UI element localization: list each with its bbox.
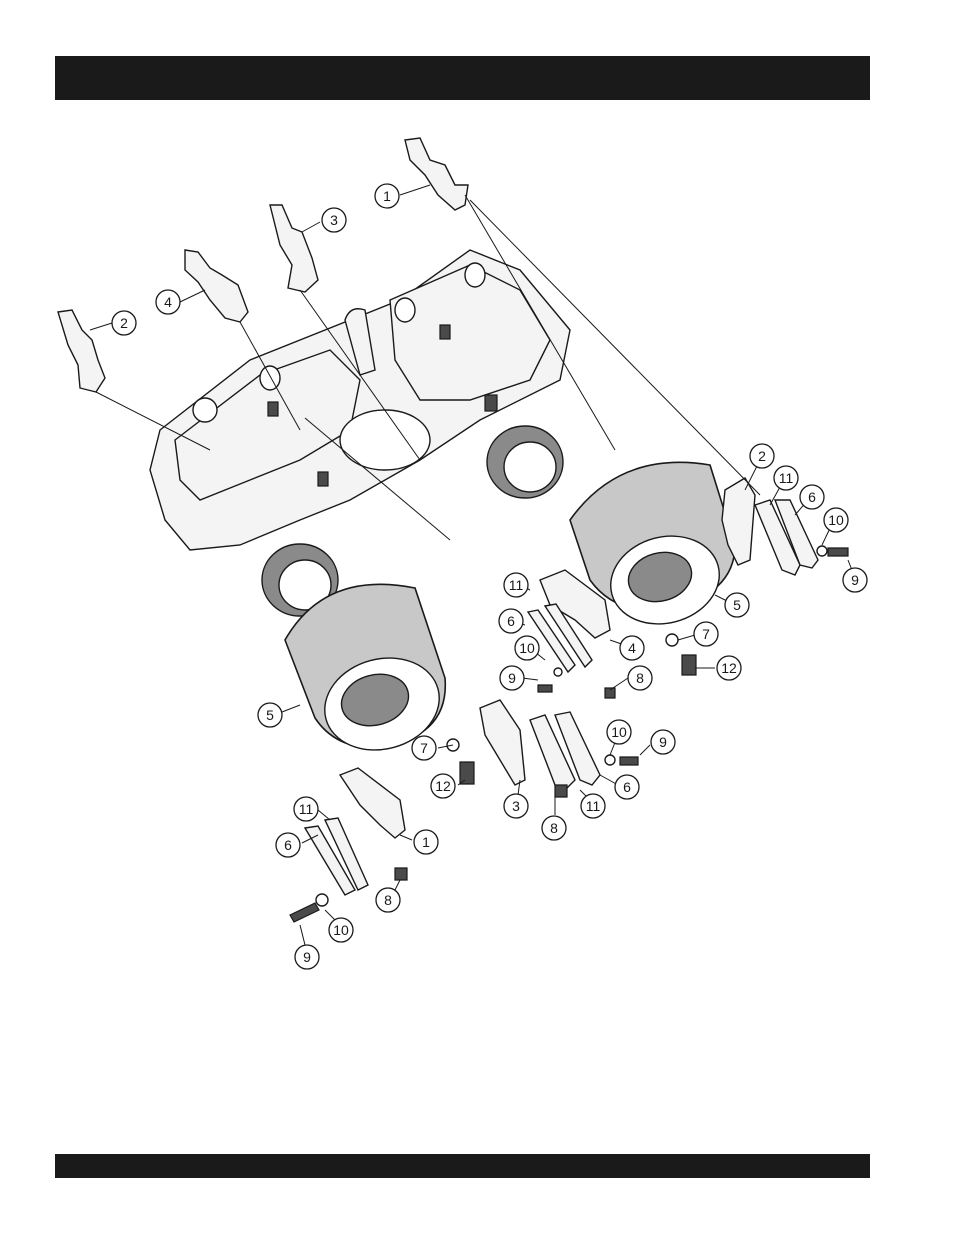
callout-9: 9 [651, 730, 675, 754]
callout-6: 6 [499, 609, 523, 633]
callout-4: 4 [620, 636, 644, 660]
svg-text:1: 1 [383, 188, 391, 204]
svg-text:8: 8 [550, 820, 558, 836]
svg-text:1: 1 [422, 834, 430, 850]
scraper-bracket-top-3 [270, 205, 318, 292]
callout-4: 4 [156, 290, 180, 314]
svg-text:11: 11 [509, 577, 524, 593]
svg-text:8: 8 [636, 670, 644, 686]
callout-10: 10 [515, 636, 539, 660]
svg-text:6: 6 [808, 489, 816, 505]
svg-text:2: 2 [758, 448, 766, 464]
callout-9: 9 [500, 666, 524, 690]
svg-text:7: 7 [702, 626, 710, 642]
roller-frame [150, 250, 570, 616]
svg-text:12: 12 [721, 660, 737, 676]
svg-text:12: 12 [435, 778, 451, 794]
svg-text:7: 7 [420, 740, 428, 756]
callout-10: 10 [824, 508, 848, 532]
callout-7: 7 [694, 622, 718, 646]
callout-8: 8 [376, 888, 400, 912]
callout-1: 1 [375, 184, 399, 208]
svg-text:5: 5 [733, 597, 741, 613]
callout-12: 12 [717, 656, 741, 680]
scraper-bracket-mid-3 [480, 700, 600, 790]
callout-5: 5 [725, 593, 749, 617]
svg-text:11: 11 [586, 798, 601, 814]
callout-2: 2 [112, 311, 136, 335]
callout-3: 3 [322, 208, 346, 232]
svg-text:10: 10 [519, 640, 535, 656]
svg-text:5: 5 [266, 707, 274, 723]
svg-text:6: 6 [623, 779, 631, 795]
svg-text:9: 9 [659, 734, 667, 750]
callout-6: 6 [615, 775, 639, 799]
svg-text:10: 10 [828, 512, 844, 528]
svg-text:9: 9 [851, 572, 859, 588]
scraper-bracket-top-1 [405, 138, 468, 210]
callout-11: 11 [504, 573, 528, 597]
callout-2: 2 [750, 444, 774, 468]
svg-text:6: 6 [284, 837, 292, 853]
svg-text:4: 4 [628, 640, 636, 656]
svg-text:11: 11 [299, 801, 314, 817]
svg-text:10: 10 [333, 922, 349, 938]
callout-8: 8 [542, 816, 566, 840]
callout-12: 12 [431, 774, 455, 798]
svg-text:2: 2 [120, 315, 128, 331]
callout-1: 1 [414, 830, 438, 854]
callout-6: 6 [276, 833, 300, 857]
svg-text:6: 6 [507, 613, 515, 629]
callout-11: 11 [581, 794, 605, 818]
svg-text:9: 9 [508, 670, 516, 686]
svg-text:11: 11 [779, 470, 794, 486]
callout-6: 6 [800, 485, 824, 509]
svg-text:4: 4 [164, 294, 172, 310]
svg-text:8: 8 [384, 892, 392, 908]
footer-bar [55, 1154, 870, 1178]
scraper-bracket-top-2 [58, 310, 105, 392]
scraper-bracket-bottom-1 [305, 768, 405, 895]
svg-text:10: 10 [611, 724, 627, 740]
callout-3: 3 [504, 794, 528, 818]
callout-9: 9 [843, 568, 867, 592]
svg-text:9: 9 [303, 949, 311, 965]
callout-11: 11 [294, 797, 318, 821]
scraper-bracket-top-4 [185, 250, 248, 322]
callout-8: 8 [628, 666, 652, 690]
svg-text:3: 3 [330, 212, 338, 228]
svg-text:3: 3 [512, 798, 520, 814]
callout-10: 10 [607, 720, 631, 744]
callout-9: 9 [295, 945, 319, 969]
callout-7: 7 [412, 736, 436, 760]
callout-10: 10 [329, 918, 353, 942]
callout-5: 5 [258, 703, 282, 727]
callout-11: 11 [774, 466, 798, 490]
